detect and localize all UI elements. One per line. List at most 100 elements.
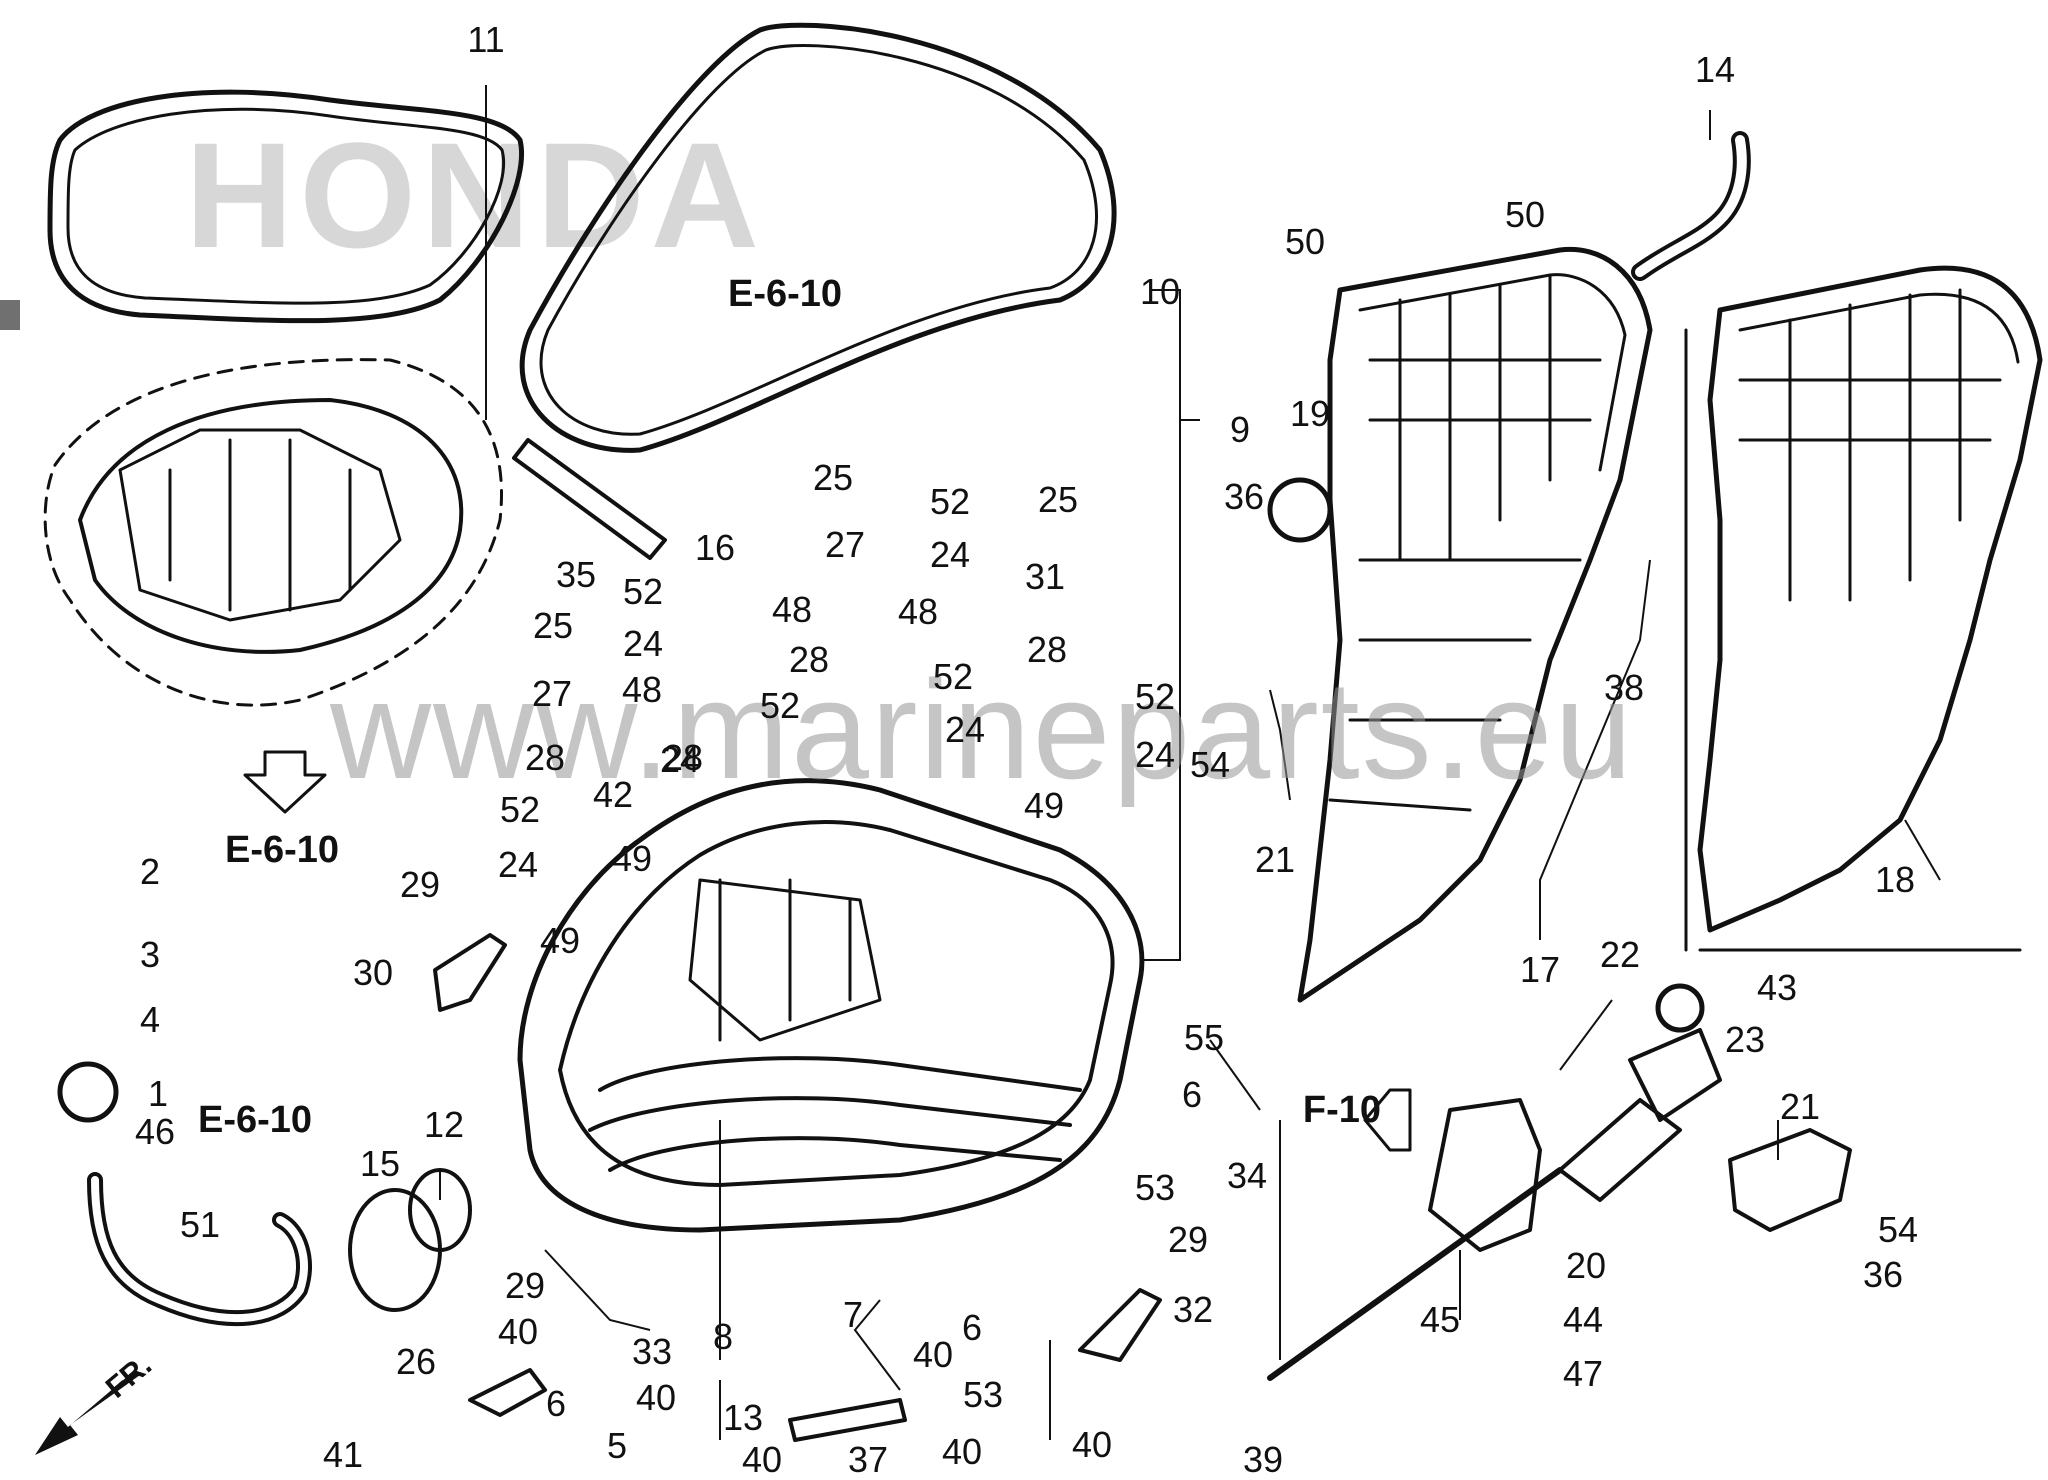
callout: 5 xyxy=(606,1425,628,1466)
callout: 54 xyxy=(1877,1209,1919,1250)
callout: 23 xyxy=(1724,1019,1766,1060)
down-arrow xyxy=(243,750,327,814)
edge-marker xyxy=(0,300,20,330)
callout: 6 xyxy=(961,1307,983,1348)
callout: 39 xyxy=(1242,1439,1284,1480)
callout: 26 xyxy=(395,1341,437,1382)
callout: 41 xyxy=(322,1434,364,1475)
callout: 50 xyxy=(1284,221,1326,262)
callout: 40 xyxy=(941,1431,983,1472)
callout: 40 xyxy=(635,1377,677,1418)
cylinder-block-outline xyxy=(43,358,503,707)
callout: 29 xyxy=(1167,1219,1209,1260)
callout: 9 xyxy=(1229,409,1251,450)
callout: 30 xyxy=(352,952,394,993)
callout: 12 xyxy=(423,1104,465,1145)
brand-watermark: HONDA xyxy=(185,111,765,279)
callout: 52 xyxy=(1134,676,1176,717)
callout: 49 xyxy=(539,920,581,961)
callout: 52 xyxy=(932,656,974,697)
callout: 54 xyxy=(1189,744,1231,785)
callout: 53 xyxy=(1134,1167,1176,1208)
callout: 1 xyxy=(147,1073,169,1114)
callout: 36 xyxy=(1223,476,1265,517)
callout: 34 xyxy=(1226,1155,1268,1196)
callout: 29 xyxy=(504,1265,546,1306)
site-watermark: www.marineparts.eu xyxy=(330,651,1635,808)
callout: 13 xyxy=(722,1397,764,1438)
callout: 7 xyxy=(842,1294,864,1335)
ref-label: E-6-10 xyxy=(727,273,843,315)
callout: 25 xyxy=(1037,479,1079,520)
leader-lines xyxy=(439,85,1941,1440)
extension-case-18-shape xyxy=(1697,265,2043,933)
callout: 10 xyxy=(1139,271,1181,312)
callout: 22 xyxy=(1599,934,1641,975)
callout: 3 xyxy=(139,934,161,975)
callout: 24 xyxy=(659,739,701,780)
callout: 55 xyxy=(1183,1017,1225,1058)
lower-cowling-shape xyxy=(517,778,1145,1233)
ref-label: E-6-10 xyxy=(224,829,340,871)
callout: 36 xyxy=(1862,1254,1904,1295)
hose-51-shape xyxy=(87,1172,312,1327)
callout: 49 xyxy=(1023,785,1065,826)
callout: 38 xyxy=(1603,667,1645,708)
callout: 48 xyxy=(771,589,813,630)
callout: 28 xyxy=(524,737,566,778)
callout: 52 xyxy=(622,571,664,612)
callout: 44 xyxy=(1562,1299,1604,1340)
callout: 18 xyxy=(1874,859,1916,900)
callout: 20 xyxy=(1565,1245,1607,1286)
extension-case-17-shape xyxy=(1297,246,1653,1003)
callout: 37 xyxy=(847,1439,889,1480)
callout: 16 xyxy=(694,527,736,568)
callout: 24 xyxy=(622,623,664,664)
callout: 53 xyxy=(962,1374,1004,1415)
callout: 52 xyxy=(929,481,971,522)
callout: 50 xyxy=(1504,194,1546,235)
seal-10-shape xyxy=(519,22,1117,453)
callout: 11 xyxy=(467,19,505,60)
callout: 24 xyxy=(497,844,539,885)
callout: 25 xyxy=(812,457,854,498)
callout: 24 xyxy=(944,709,986,750)
callout: 51 xyxy=(179,1204,221,1245)
callout: 29 xyxy=(399,864,441,905)
callout: 19 xyxy=(1289,393,1331,434)
callout: 8 xyxy=(712,1316,734,1357)
callout: 45 xyxy=(1419,1299,1461,1340)
callout: 46 xyxy=(134,1111,176,1152)
callout: 49 xyxy=(611,838,653,879)
callout: 48 xyxy=(897,591,939,632)
callout: 24 xyxy=(929,534,971,575)
through-bolt-39 xyxy=(1267,1167,1563,1381)
callout: 28 xyxy=(788,639,830,680)
ref-label: F-10 xyxy=(1302,1089,1382,1131)
front-direction-arrow xyxy=(35,1370,140,1455)
ref-label: E-6-10 xyxy=(197,1099,313,1141)
callout: 40 xyxy=(1071,1424,1113,1465)
callout: 40 xyxy=(912,1334,954,1375)
f10-arrow xyxy=(1363,1088,1412,1152)
callout: 40 xyxy=(497,1311,539,1352)
callout: 6 xyxy=(1181,1074,1203,1115)
callout: 42 xyxy=(592,774,634,815)
callout: 35 xyxy=(555,554,597,595)
callout: 28 xyxy=(1026,629,1068,670)
callout: 2 xyxy=(139,851,161,892)
callout: 14 xyxy=(1694,49,1736,90)
callout: 27 xyxy=(531,673,573,714)
callout: 31 xyxy=(1024,556,1066,597)
bracket-f10-shape xyxy=(1428,1098,1542,1252)
callout: 15 xyxy=(359,1143,401,1184)
callout: 40 xyxy=(741,1439,783,1480)
callout: 17 xyxy=(1519,949,1561,990)
callout: 47 xyxy=(1562,1353,1604,1394)
callout: 27 xyxy=(824,524,866,565)
callout: 28 xyxy=(662,737,704,778)
callout: 21 xyxy=(1254,839,1296,880)
callout: 52 xyxy=(499,789,541,830)
